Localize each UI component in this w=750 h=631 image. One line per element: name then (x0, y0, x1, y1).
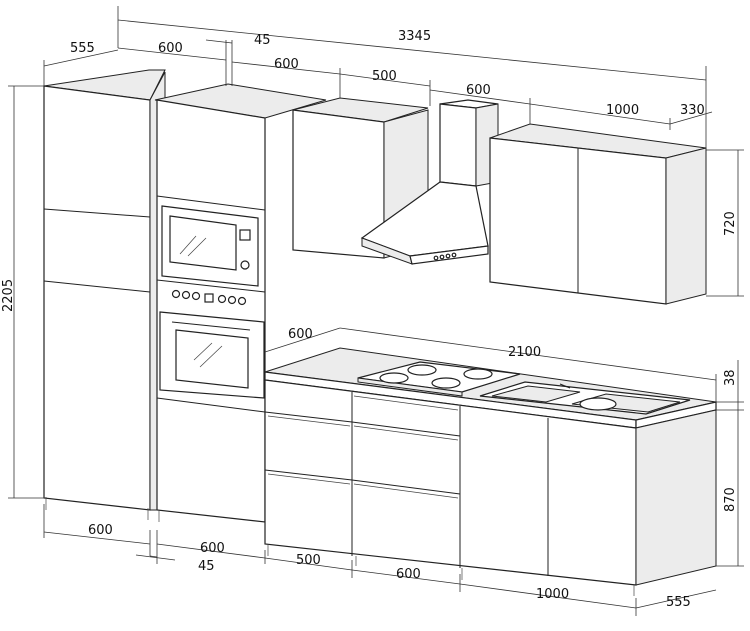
sink (479, 381, 691, 415)
dim-base-1: 600 (88, 523, 113, 538)
dim-tall-unit-top: 600 (158, 41, 183, 56)
tall-cabinet-appliances (154, 83, 327, 523)
tall-cabinet-fridge (43, 69, 166, 520)
cooktop (357, 361, 521, 397)
dim-wall-cab-1: 600 (274, 57, 299, 72)
dim-wall-depth: 330 (680, 103, 705, 118)
dim-total-width: 3345 (398, 29, 431, 44)
dim-gap-bottom: 45 (198, 559, 215, 574)
dim-total-height: 2205 (1, 279, 16, 312)
dim-base-3: 500 (296, 553, 321, 568)
dim-wall-height: 720 (723, 211, 738, 236)
dim-hood: 600 (466, 83, 491, 98)
wall-cabinet-1000 (489, 123, 707, 305)
dim-gap-top: 45 (254, 33, 271, 48)
dim-base-depth: 555 (666, 595, 691, 610)
range-hood (360, 99, 499, 265)
dim-tall-depth: 555 (70, 41, 95, 56)
dim-worktop-length: 2100 (508, 345, 541, 360)
dimension-labels: 3345 555 600 45 600 500 600 1000 330 720… (1, 29, 738, 610)
dim-base-4: 600 (396, 567, 421, 582)
oven (159, 311, 265, 399)
dim-worktop-depth: 600 (288, 327, 313, 342)
dim-worktop-thickness: 38 (723, 369, 738, 386)
dim-base-5: 1000 (536, 587, 569, 602)
dim-wall-cab-3: 1000 (606, 103, 639, 118)
dimension-lines (8, 6, 744, 616)
microwave (161, 205, 259, 287)
oven-knobs (171, 289, 247, 306)
dim-base-height: 870 (723, 487, 738, 512)
dim-wall-cab-2: 500 (372, 69, 397, 84)
base-cabinets (264, 379, 717, 596)
dim-base-2: 600 (200, 541, 225, 556)
